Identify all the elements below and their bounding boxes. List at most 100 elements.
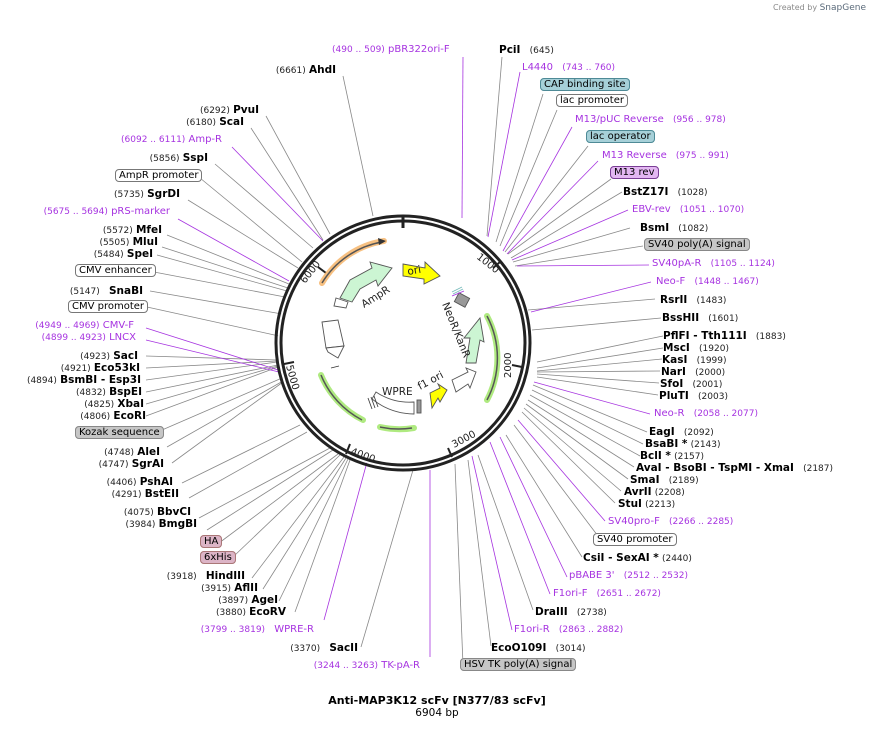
primer-label-neo-f[interactable]: Neo-F (1448 .. 1467): [656, 276, 759, 287]
leader-lines: [145, 56, 664, 666]
feature-label-6xhis[interactable]: 6xHis: [200, 551, 236, 564]
enzyme-label-bsteii[interactable]: (4291) BstEII: [111, 488, 179, 500]
cmv-arrow-1: [321, 319, 345, 349]
enzyme-label-pflfi-tth111i[interactable]: PflFI - Tth111I (1883): [663, 330, 786, 342]
enzyme-label-ahdi[interactable]: (6661) AhdI: [275, 64, 336, 76]
enzyme-label-agei[interactable]: (3897) AgeI: [218, 594, 278, 606]
plasmid-name: Anti-MAP3K12 scFv [N377/83 scFv]: [328, 694, 546, 707]
ampr-arrow: [339, 261, 393, 303]
enzyme-label-pshai[interactable]: (4406) PshAI: [106, 476, 173, 488]
ori-label: ori: [406, 264, 422, 278]
svg-text:2000: 2000: [503, 353, 514, 378]
primer-label-prs-marker[interactable]: (5675 .. 5694) pRS-marker: [43, 206, 170, 217]
sv40pa-box: [453, 292, 471, 308]
primer-label-tk-pa-r[interactable]: (3244 .. 3263) TK-pA-R: [313, 660, 420, 671]
enzyme-label-bsshii[interactable]: BssHII (1601): [662, 312, 739, 324]
feature-label-hsv-tk-polya[interactable]: HSV TK poly(A) signal: [460, 658, 577, 671]
enzyme-label-bbvci[interactable]: (4075) BbvCI: [123, 506, 191, 518]
primer-label-wpre-r[interactable]: (3799 .. 3819) WPRE-R: [200, 624, 314, 635]
enzyme-label-sacii[interactable]: (3370) SacII: [290, 642, 358, 654]
enzyme-label-ecorv[interactable]: (3880) EcoRV: [216, 606, 286, 618]
enzyme-label-mfei[interactable]: (5572) MfeI: [102, 224, 162, 236]
primer-label-m13-reverse[interactable]: M13 Reverse (975 .. 991): [602, 150, 729, 161]
enzyme-label-sgrai[interactable]: (4747) SgrAI: [98, 458, 164, 470]
enzyme-label-smai[interactable]: SmaI (2189): [630, 474, 699, 486]
enzyme-label-pluti[interactable]: PluTI (2003): [659, 390, 728, 402]
primer-label-pbr322ori-f[interactable]: (490 .. 509) pBR322ori-F: [332, 44, 450, 55]
enzyme-label-avai-group[interactable]: AvaI - BsoBI - TspMI - XmaI (2187): [636, 462, 834, 474]
primer-label-l4440[interactable]: L4440 (743 .. 760): [522, 62, 616, 73]
enzyme-label-bsabi[interactable]: BsaBI * (2143): [645, 438, 721, 450]
primer-label-amp-r[interactable]: (6092 .. 6111) Amp-R: [121, 134, 222, 145]
ampr-label: AmpR: [359, 284, 392, 311]
primer-label-m13-puc-reverse[interactable]: M13/pUC Reverse (956 .. 978): [575, 114, 726, 125]
enzyme-label-pvui[interactable]: (6292) PvuI: [199, 104, 259, 116]
snapgene-credit: Created by SnapGene: [773, 3, 866, 13]
enzyme-label-scai[interactable]: (6180) ScaI: [186, 116, 244, 128]
enzyme-label-bmgbi[interactable]: (3984) BmgBI: [125, 518, 198, 530]
feature-label-cmv-promoter[interactable]: CMV promoter: [68, 300, 149, 313]
enzyme-label-eagi[interactable]: EagI (2092): [649, 426, 714, 438]
wpre-block: [371, 391, 415, 415]
backbone-ring: [274, 214, 532, 472]
enzyme-label-sgrdi[interactable]: (5735) SgrDI: [113, 188, 180, 200]
neor-arrow: [463, 316, 485, 364]
primer-label-sv40pa-r[interactable]: SV40pA-R (1105 .. 1124): [652, 258, 775, 269]
enzyme-label-rsrii[interactable]: RsrII (1483): [660, 294, 727, 306]
enzyme-label-stui[interactable]: StuI (2213): [618, 498, 676, 510]
enzyme-label-xbai[interactable]: (4825) XbaI: [84, 398, 144, 410]
snapgene-logo: SnapGene: [819, 3, 866, 13]
primer-label-cmv-f[interactable]: (4949 .. 4969) CMV-F: [35, 320, 134, 331]
feature-label-sv40-promoter[interactable]: SV40 promoter: [593, 533, 677, 546]
enzyme-label-draiii[interactable]: DraIII (2738): [535, 606, 607, 618]
enzyme-label-alei[interactable]: (4748) AleI: [104, 446, 160, 458]
enzyme-label-msci[interactable]: MscI (1920): [663, 342, 729, 354]
enzyme-label-bstz17i[interactable]: BstZ17I (1028): [623, 186, 708, 198]
inner-features: [321, 260, 485, 415]
feature-label-m13-rev[interactable]: M13 rev: [610, 166, 659, 179]
enzyme-label-sfoi[interactable]: SfoI (2001): [660, 378, 723, 390]
enzyme-label-kasi[interactable]: KasI (1999): [662, 354, 727, 366]
enzyme-label-nari[interactable]: NarI (2000): [661, 366, 726, 378]
neor-label: NeoR/KanR: [439, 301, 472, 360]
feature-label-kozak[interactable]: Kozak sequence: [75, 426, 164, 439]
feature-label-lac-promoter[interactable]: lac promoter: [556, 94, 628, 107]
ampr-promoter-arrow: [333, 297, 349, 309]
enzyme-label-eco53ki[interactable]: (4921) Eco53kI: [60, 362, 140, 374]
enzyme-label-bcli[interactable]: BclI * (2157): [640, 450, 705, 462]
plasmid-length: 6904 bp: [415, 707, 459, 719]
enzyme-label-snabi[interactable]: (5147) SnaBI: [69, 285, 143, 297]
primer-label-neo-r[interactable]: Neo-R (2058 .. 2077): [654, 408, 758, 419]
primer-label-f1ori-r[interactable]: F1ori-R (2863 .. 2882): [514, 624, 624, 635]
feature-label-cap-binding-site[interactable]: CAP binding site: [540, 78, 630, 91]
enzyme-label-bsmi[interactable]: BsmI (1082): [640, 222, 709, 234]
enzyme-label-ecori[interactable]: (4806) EcoRI: [80, 410, 146, 422]
enzyme-label-saci[interactable]: (4923) SacI: [80, 350, 138, 362]
feature-label-ha[interactable]: HA: [200, 535, 223, 548]
feature-label-sv40-polya[interactable]: SV40 poly(A) signal: [644, 238, 750, 251]
primer-label-f1ori-f[interactable]: F1ori-F (2651 .. 2672): [553, 588, 661, 599]
hsvtk-box: [416, 399, 422, 414]
feature-label-ampr-promoter[interactable]: AmpR promoter: [115, 169, 203, 182]
enzyme-label-bsmbi-esp3i[interactable]: (4894) BsmBI - Esp3I: [26, 374, 141, 386]
f1ori-arrow: [451, 367, 477, 393]
primer-label-sv40pro-f[interactable]: SV40pro-F (2266 .. 2285): [608, 516, 734, 527]
enzyme-label-avrii[interactable]: AvrII (2208): [624, 486, 685, 498]
tick-marks: [283, 261, 523, 458]
enzyme-label-eco0109i[interactable]: EcoO109I (3014): [491, 642, 586, 654]
enzyme-label-hindiii[interactable]: (3918) HindIII: [166, 570, 245, 582]
cmv-arrow-2: [325, 345, 345, 359]
enzyme-label-csii-sexai[interactable]: CsiI - SexAI * (2440): [583, 552, 692, 564]
enzyme-label-spei[interactable]: (5484) SpeI: [93, 248, 153, 260]
primer-label-lncx[interactable]: (4899 .. 4923) LNCX: [41, 332, 136, 343]
primer-label-ebv-rev[interactable]: EBV-rev (1051 .. 1070): [632, 204, 745, 215]
ori-arrow: [402, 260, 441, 285]
enzyme-label-aflii[interactable]: (3915) AflII: [201, 582, 258, 594]
primer-label-pbabe3[interactable]: pBABE 3' (2512 .. 2532): [569, 570, 688, 581]
enzyme-label-sspi[interactable]: (5856) SspI: [149, 152, 208, 164]
enzyme-label-bspei[interactable]: (4832) BspEI: [76, 386, 142, 398]
feature-label-lac-operator[interactable]: lac operator: [586, 130, 655, 143]
feature-label-cmv-enhancer[interactable]: CMV enhancer: [75, 264, 156, 277]
enzyme-label-pcii[interactable]: PciI (645): [499, 44, 554, 56]
enzyme-label-mlui[interactable]: (5505) MluI: [99, 236, 158, 248]
